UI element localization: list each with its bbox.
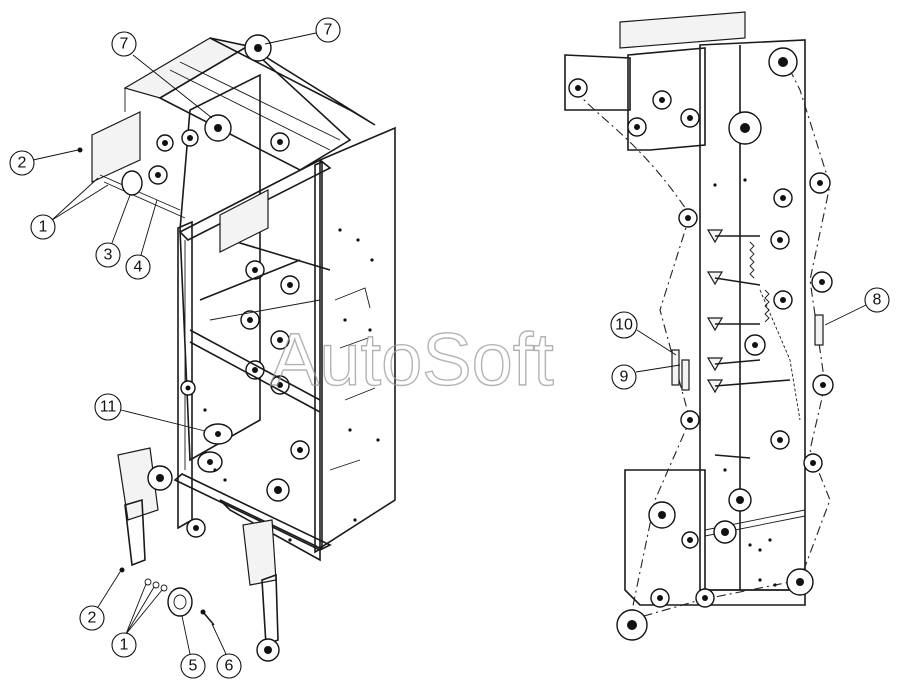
right-sprocket-mid xyxy=(728,111,762,145)
tension-arms xyxy=(706,229,791,459)
callout-4-label: 4 xyxy=(134,259,143,276)
callouts: 7 7 2 1 3 4 11 2 1 xyxy=(9,17,890,679)
callout-11 xyxy=(94,393,122,421)
callout-2a xyxy=(9,150,35,176)
callout-5-label: 5 xyxy=(189,658,198,675)
bolt-6 xyxy=(200,609,215,626)
callout-1b xyxy=(111,632,137,658)
left-assembly xyxy=(77,34,396,662)
callout-6-label: 6 xyxy=(225,658,234,675)
right-rollers xyxy=(568,78,834,641)
sprocket-mid xyxy=(204,114,232,142)
callout-7a xyxy=(111,31,137,57)
callout-2b-label: 2 xyxy=(88,610,97,627)
right-sprocket-top xyxy=(768,47,798,77)
callout-7b xyxy=(315,17,341,43)
callout-1a-label: 1 xyxy=(39,219,48,236)
plate-holes xyxy=(203,228,380,542)
callout-4 xyxy=(125,254,151,280)
callout-5 xyxy=(180,653,206,679)
right-plate-holes xyxy=(713,178,777,587)
callout-9 xyxy=(611,364,637,390)
callout-11-label: 11 xyxy=(100,399,117,416)
callout-7b-label: 7 xyxy=(324,22,333,39)
callout-3 xyxy=(95,242,121,268)
callout-6 xyxy=(216,653,242,679)
watermark-text: AutoSoft xyxy=(270,318,554,401)
pulley-upper xyxy=(148,129,199,185)
callout-1b-label: 1 xyxy=(120,637,129,654)
callout-7a-label: 7 xyxy=(120,36,129,53)
inner-rollers xyxy=(180,132,310,502)
pulley-11 xyxy=(197,423,233,473)
callout-2b xyxy=(79,605,105,631)
callout-8-label: 8 xyxy=(873,292,882,309)
pulley-3 xyxy=(121,170,143,196)
callout-2a-label: 2 xyxy=(18,155,27,172)
callout-9-label: 9 xyxy=(620,369,629,386)
callout-8 xyxy=(864,287,890,313)
callout-1a xyxy=(30,214,56,240)
callout-10-label: 10 xyxy=(615,317,633,334)
callout-3-label: 3 xyxy=(104,247,113,264)
sprocket-top xyxy=(244,34,272,62)
right-assembly xyxy=(564,11,834,641)
pulley-5 xyxy=(167,587,193,617)
callout-10 xyxy=(610,311,638,339)
